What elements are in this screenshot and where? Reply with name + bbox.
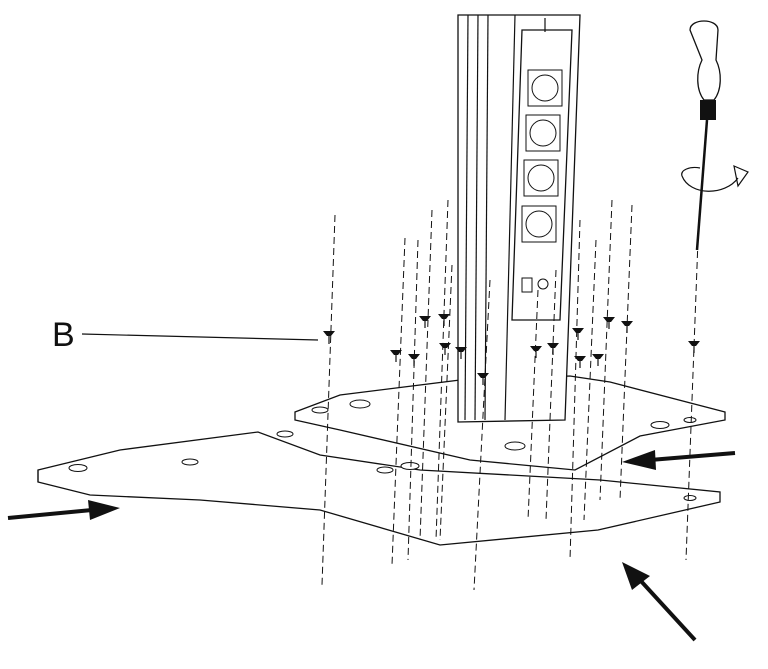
power-switch xyxy=(521,277,533,293)
screwdriver-icon xyxy=(689,20,721,251)
callout-label-b: B xyxy=(52,316,75,354)
lower-base-plate xyxy=(37,430,721,546)
rotate-arrow-icon xyxy=(681,164,749,192)
screw-set xyxy=(323,314,700,385)
column xyxy=(457,14,581,423)
screw-alignment-lines xyxy=(321,199,699,591)
direction-arrow-icon xyxy=(7,450,736,642)
callout-leader-line xyxy=(81,333,319,341)
screw-icon xyxy=(323,331,335,344)
